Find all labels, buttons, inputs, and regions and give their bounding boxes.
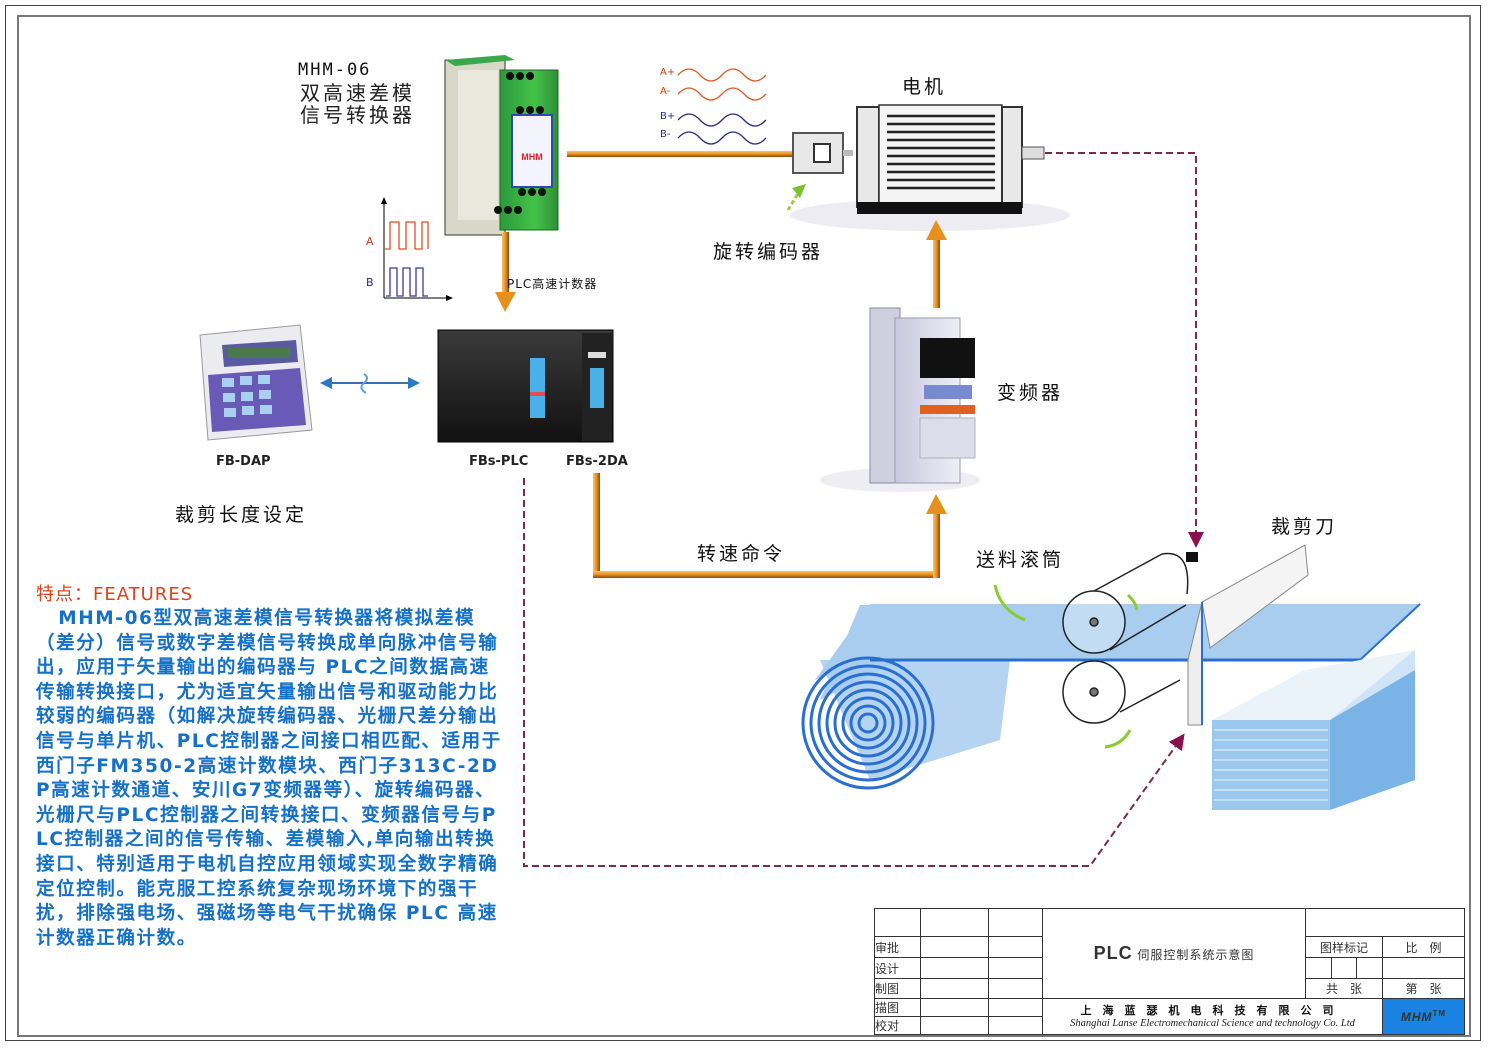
encoder-feedback-dashed-line — [1045, 152, 1204, 548]
keypad-image — [199, 324, 313, 441]
plc-counter-arrow — [495, 232, 516, 312]
svg-text:MHM: MHM — [521, 152, 543, 162]
motor-image — [790, 104, 1070, 231]
inverter-image — [820, 307, 980, 492]
inverter-label: 变频器 — [997, 382, 1064, 404]
features-title: 特点：FEATURES — [36, 584, 194, 605]
outer-frame — [5, 5, 1481, 1041]
rotary-encoder-image — [786, 132, 853, 211]
cutter-blade-image — [1187, 544, 1309, 726]
mhm-logo: MHMTM — [1382, 998, 1465, 1035]
sine-waveform — [677, 68, 767, 145]
device-model-label: MHM-06 — [298, 60, 372, 80]
mhm06-converter-image: MHM — [444, 55, 559, 236]
signal-a-minus-label: A- — [660, 86, 671, 97]
plc-cutter-dashed-line — [523, 478, 1185, 867]
tb-row-label: 描图 — [874, 998, 921, 1017]
features-section: 特点：FEATURES MHM-06型双高速差模信号转换器将模拟差模（差分）信号… — [36, 583, 506, 951]
tb-row-label — [874, 908, 921, 937]
feed-roller-image — [1062, 552, 1198, 724]
drawing-title-text: 伺服控制系统示意图 — [1137, 948, 1255, 962]
speed-command-label: 转速命令 — [697, 543, 786, 565]
plc-counter-label: PLC高速计数器 — [507, 277, 598, 291]
device-name-line2: 信号转换器 — [300, 103, 415, 127]
keypad-label: FB-DAP — [216, 454, 271, 469]
speed-command-line — [593, 473, 947, 578]
da-module-label: FBs-2DA — [566, 454, 628, 469]
drawing-mark-label: 图样标记 — [1305, 936, 1383, 958]
length-setting-label: 裁剪长度设定 — [175, 504, 308, 526]
device-name-line1: 双高速差模 — [300, 81, 415, 105]
signal-b-plus-label: B+ — [660, 111, 676, 122]
signal-a-plus-label: A+ — [660, 67, 676, 78]
plc-label: FBs-PLC — [469, 454, 529, 469]
company-name: 上海蓝瑟机电科技有限公司 Shanghai Lanse Electromecha… — [1042, 998, 1383, 1035]
tb-row-label: 审批 — [874, 936, 921, 958]
total-sheets-label: 共 张 — [1305, 978, 1383, 999]
tb-row-label: 校对 — [874, 1016, 921, 1035]
cut-sheets-stack-image — [1212, 650, 1415, 810]
fabric-roll-image — [801, 603, 1421, 790]
company-name-cn: 上海蓝瑟机电科技有限公司 — [1080, 1003, 1345, 1017]
plc-image — [437, 329, 614, 443]
signal-b-minus-label: B- — [660, 129, 671, 140]
rotation-arrow-icon — [1104, 729, 1132, 749]
feed-roller-label: 送料滚筒 — [976, 549, 1065, 571]
square-waveform — [381, 197, 453, 301]
communication-arrow — [320, 373, 420, 394]
title-block: PLC 伺服控制系统示意图 审批 图样标记 比 例 设计 制图 共 张 第 张 … — [874, 908, 1465, 1035]
inner-frame — [17, 15, 1471, 1037]
rotation-arrow-icon — [1126, 593, 1138, 611]
scale-label: 比 例 — [1382, 936, 1465, 958]
motor-label: 电机 — [902, 76, 947, 98]
company-name-en: Shanghai Lanse Electromechanical Science… — [1070, 1017, 1355, 1029]
inverter-to-motor-arrow — [926, 220, 947, 308]
tb-row-label: 设计 — [874, 957, 921, 979]
drawing-title-prefix: PLC — [1093, 943, 1133, 963]
feed-arrow-icon — [993, 584, 1026, 622]
cutter-label: 裁剪刀 — [1271, 516, 1338, 538]
tb-row-label: 制图 — [874, 978, 921, 999]
encoder-signal-line — [567, 151, 792, 157]
features-body: MHM-06型双高速差模信号转换器将模拟差模（差分）信号或数字差模信号转换成单向… — [36, 608, 502, 949]
encoder-label: 旋转编码器 — [713, 241, 824, 263]
sheet-number-label: 第 张 — [1382, 978, 1465, 999]
signal-b-label: B — [366, 276, 374, 289]
signal-a-label: A — [366, 235, 374, 248]
drawing-title: PLC 伺服控制系统示意图 — [1042, 908, 1306, 999]
